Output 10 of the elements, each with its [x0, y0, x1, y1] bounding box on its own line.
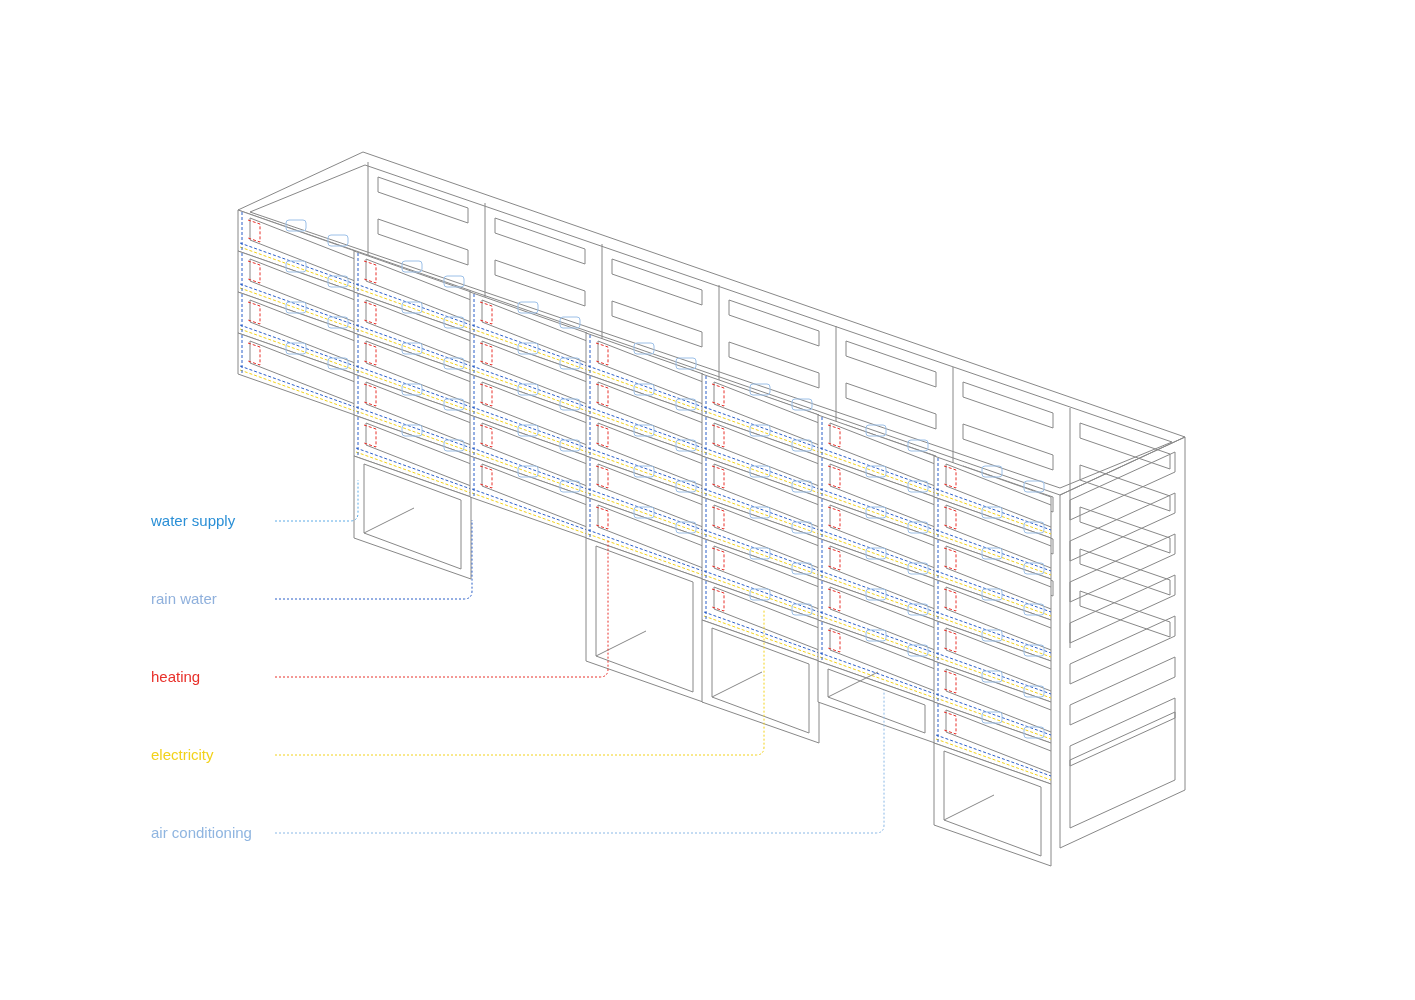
leader-line: [274, 519, 473, 600]
leader-line: [274, 539, 609, 678]
leader-line: [274, 609, 765, 756]
legend-label: rain water: [151, 590, 217, 608]
legend-label: heating: [151, 668, 201, 686]
leader-line: [274, 689, 885, 834]
legend-label: air conditioning: [151, 824, 252, 842]
legend-label: electricity: [151, 746, 214, 764]
leader-line: [274, 479, 359, 522]
legend-label: water supply: [151, 512, 236, 530]
